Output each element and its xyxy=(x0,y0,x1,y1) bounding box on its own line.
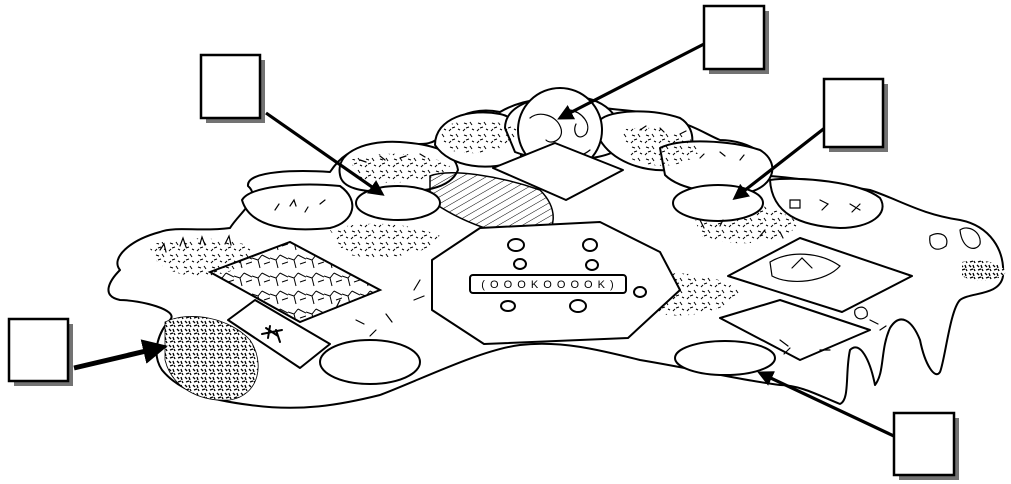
label-box-lower-right[interactable] xyxy=(894,413,959,480)
label-box-upper-left[interactable] xyxy=(201,55,265,123)
label-box-left[interactable] xyxy=(9,319,73,386)
label-box-upper-right[interactable] xyxy=(824,79,888,152)
center-strip-text: ( O O O K O O O O K ) xyxy=(481,279,614,291)
ellipse-upper-left xyxy=(356,186,440,220)
ellipse-lower-right xyxy=(675,341,775,375)
label-box-top[interactable] xyxy=(704,6,769,74)
arrow-top xyxy=(560,43,706,118)
arrow-left xyxy=(74,347,163,368)
ellipse-upper-right xyxy=(673,185,763,221)
ellipse-lower-left xyxy=(320,340,420,384)
